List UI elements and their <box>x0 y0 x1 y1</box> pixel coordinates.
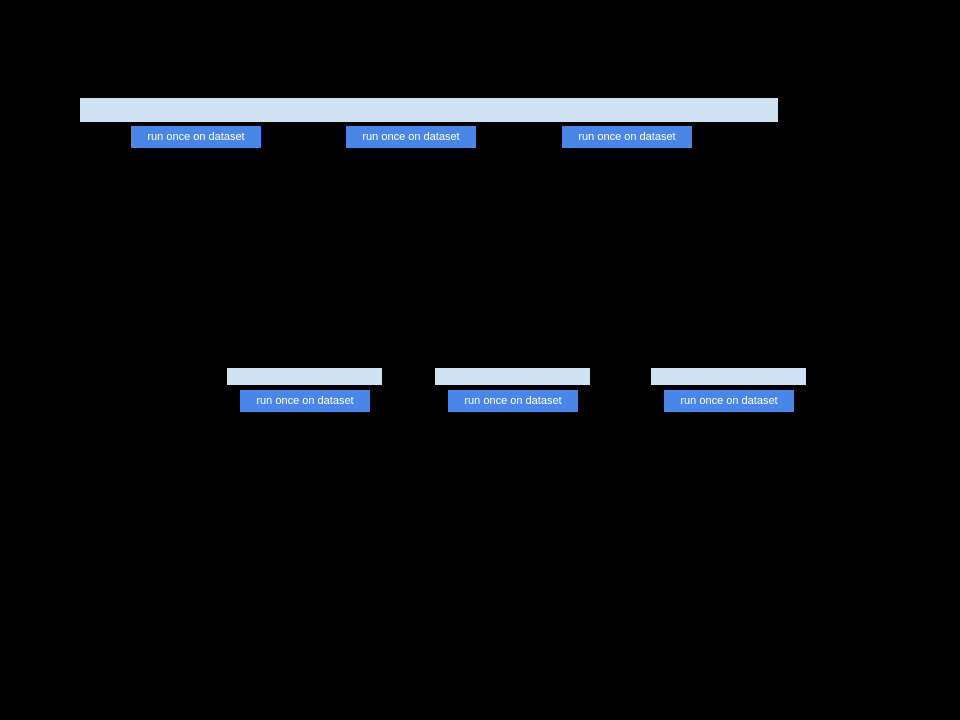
run-once-button[interactable]: run once on dataset <box>346 126 476 148</box>
run-once-button[interactable]: run once on dataset <box>131 126 261 148</box>
dataset-bar-full <box>80 98 778 122</box>
run-once-button[interactable]: run once on dataset <box>240 390 370 412</box>
dataset-segment-bar <box>435 368 590 385</box>
run-once-button[interactable]: run once on dataset <box>664 390 794 412</box>
dataset-segment-bar <box>651 368 806 385</box>
run-once-button[interactable]: run once on dataset <box>448 390 578 412</box>
dataset-segment-bar <box>227 368 382 385</box>
run-once-button[interactable]: run once on dataset <box>562 126 692 148</box>
